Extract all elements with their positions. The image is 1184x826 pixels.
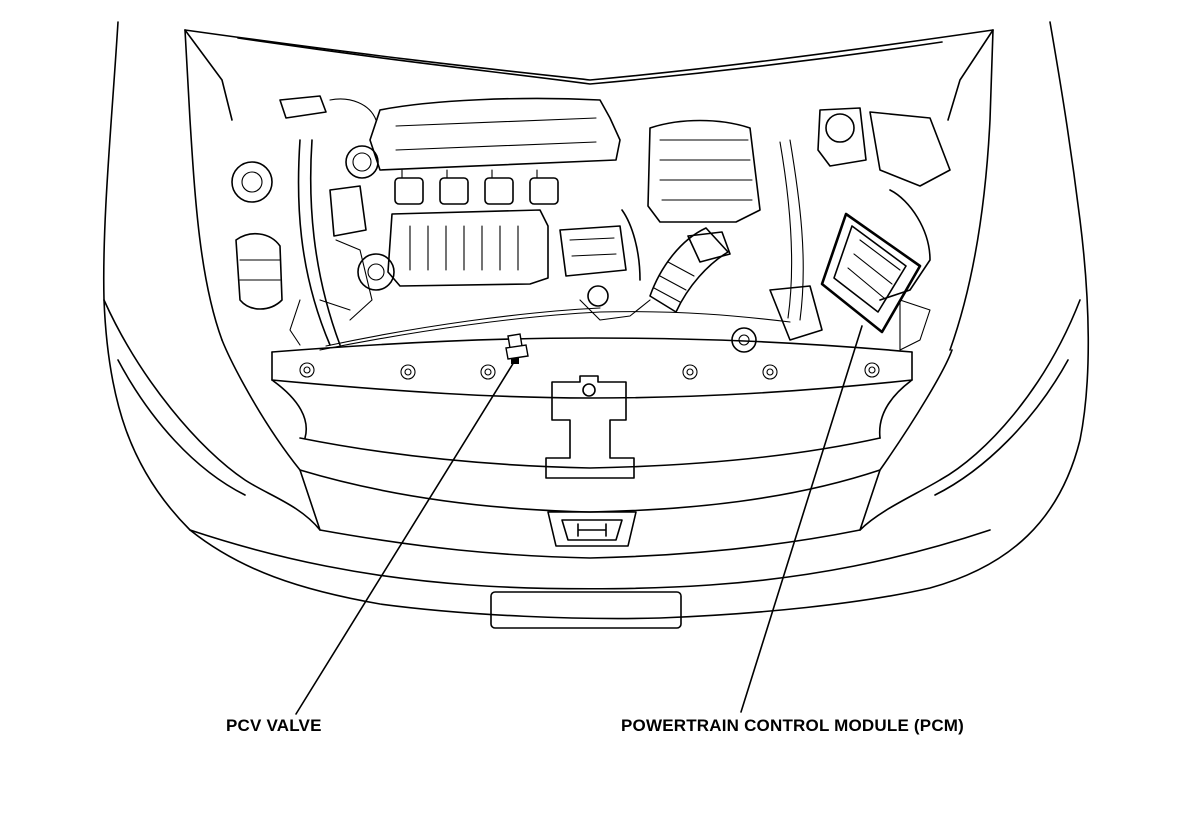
pcm-leader-line	[740, 325, 863, 713]
pcv-valve-part	[505, 333, 529, 364]
pcv-valve-label: PCV VALVE	[226, 716, 322, 735]
pcm-unit	[820, 212, 922, 334]
pcm-label: POWERTRAIN CONTROL MODULE (PCM)	[621, 716, 965, 735]
radiator-support	[271, 337, 913, 479]
vehicle-body-outline	[102, 21, 1090, 629]
engine-assembly	[231, 95, 951, 353]
pcv-leader-line	[295, 361, 515, 715]
leader-lines	[295, 325, 863, 715]
